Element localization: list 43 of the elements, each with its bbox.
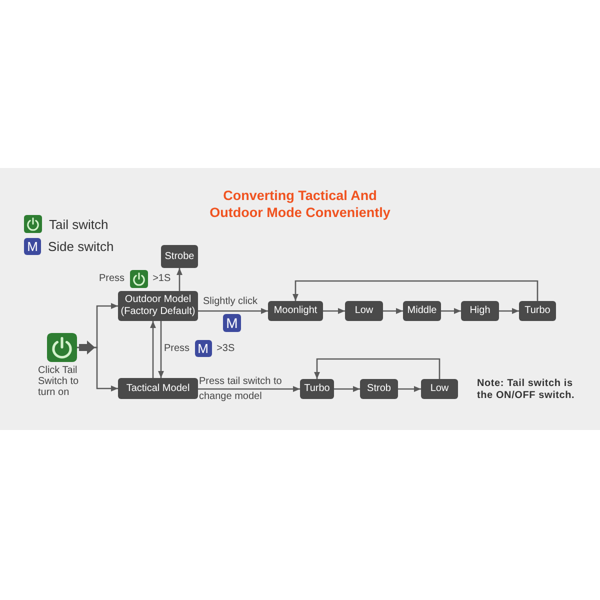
arrow [398, 386, 421, 392]
mode-box: Turbo [300, 379, 334, 399]
mode-box: Moonlight [268, 301, 323, 321]
edge-label: Press tail switch to change model [199, 375, 283, 404]
arrow [198, 386, 300, 392]
arrow [314, 358, 440, 379]
mode-note: (Factory Default) [120, 306, 196, 318]
arrow [150, 321, 156, 378]
mode-box: Tactical Model [118, 378, 198, 399]
mode-box [118, 291, 198, 321]
arrow [77, 346, 118, 392]
mode-box: High [461, 301, 499, 321]
arrow [176, 268, 182, 291]
arrow [441, 308, 461, 314]
arrow [158, 321, 164, 378]
thick-arrow [79, 340, 95, 354]
legend-label: Tail switch [49, 216, 108, 232]
mode-box: Strob [360, 379, 398, 399]
arrow [323, 308, 345, 314]
edge-label: >3S [216, 342, 235, 354]
legend-label: Side switch [48, 238, 114, 254]
mode-box: Turbo [519, 301, 556, 321]
mode-name: Outdoor Model [124, 294, 192, 306]
mode-box: Low [421, 379, 458, 399]
note-text: Note: Tail switch is the ON/OFF switch. [477, 378, 576, 402]
mode-box: Low [345, 301, 383, 321]
power-button-icon [47, 333, 77, 362]
edge-label: Slightly click [203, 296, 258, 308]
arrow [198, 308, 268, 314]
diagram-title: Converting Tactical And Outdoor Mode Conveniently [208, 187, 392, 221]
edge-label: >1S [152, 273, 171, 285]
arrow [292, 280, 538, 301]
mode-box: Middle [403, 301, 441, 321]
side-switch-badge: M [223, 314, 241, 332]
edge-label: Press [164, 342, 190, 354]
arrow [499, 308, 519, 314]
side-switch-badge: M [194, 340, 212, 357]
mode-box: Strobe [161, 245, 198, 268]
node-caption: Click Tail Switch to turn on [38, 365, 80, 398]
side-switch-badge: M [24, 238, 41, 254]
arrow [334, 386, 360, 392]
arrow [383, 308, 403, 314]
edge-label: Press [99, 273, 125, 285]
